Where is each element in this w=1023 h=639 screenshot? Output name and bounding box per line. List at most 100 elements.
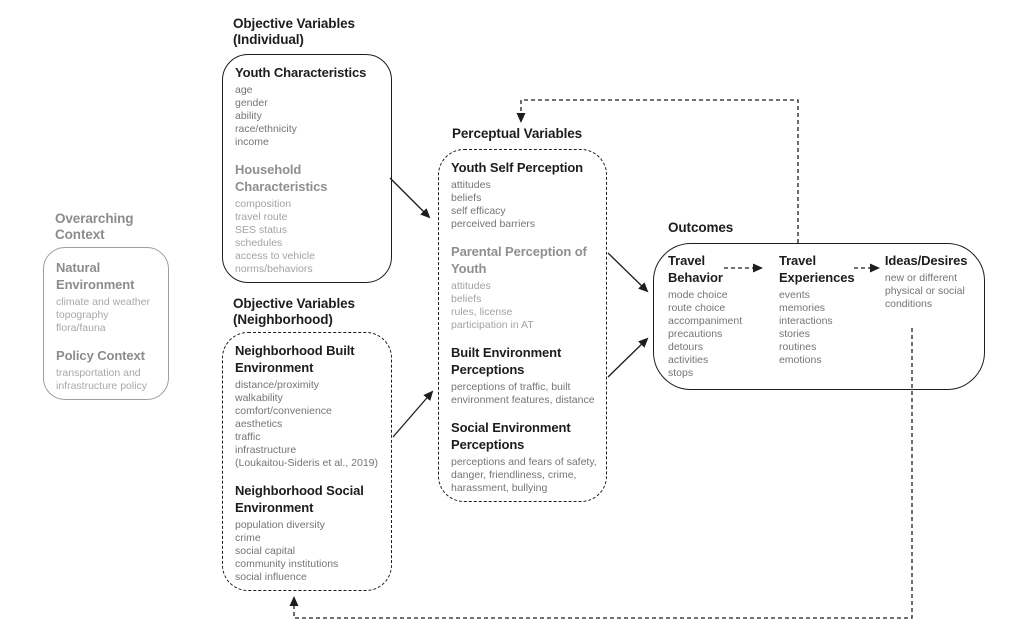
list-item: activities [668, 354, 709, 366]
section-title: Built Environment Perceptions [451, 345, 562, 377]
list-item: route choice [668, 302, 726, 314]
list-item: access to vehicle [235, 250, 315, 262]
list-item: norms/behaviors [235, 263, 313, 275]
list-item: flora/fauna [56, 322, 106, 334]
list-item: events [778, 289, 810, 301]
section-title: Neighborhood Built Environment [235, 343, 355, 375]
list-item: topography [56, 309, 109, 321]
policy-context-section: Policy Context transportation and infras… [56, 347, 159, 393]
neighborhood-built-environment-section: Neighborhood Built Environment distance/… [235, 342, 382, 470]
list-item: stories [778, 328, 810, 340]
list-item: distance/proximity [235, 379, 320, 391]
section-title: Social Environment Perceptions [451, 420, 571, 452]
arrow-perceptual-to-outcomes-upper [607, 252, 649, 293]
list-item: traffic [235, 431, 261, 443]
neighborhood-social-environment-section: Neighborhood Social Environment populati… [235, 482, 382, 584]
item-list: perceptions and fears of safety, danger,… [451, 456, 597, 495]
list-item: beliefs [451, 293, 482, 305]
section-title: Youth Self Perception [451, 160, 584, 175]
section-title: Household Characteristics [235, 162, 328, 194]
label-perceptual-variables: Perceptual Variables [452, 126, 583, 141]
item-list: new or different physical or social cond… [885, 272, 978, 311]
list-item: transportation and infrastructure policy [56, 367, 148, 392]
list-item: interactions [778, 315, 833, 327]
list-item: composition [235, 198, 292, 210]
list-item: accompaniment [668, 315, 743, 327]
list-item: participation in AT [451, 319, 534, 331]
list-item: beliefs [451, 192, 482, 204]
list-item: travel route [235, 211, 288, 223]
list-item: perceived barriers [451, 218, 536, 230]
list-item: climate and weather [56, 296, 150, 308]
list-item: attitudes [451, 280, 491, 292]
list-item: community institutions [235, 558, 339, 570]
label-outcomes: Outcomes [668, 220, 734, 235]
ideas-desires-column: Ideas/Desires new or different physical … [885, 252, 978, 380]
section-title: Neighborhood Social Environment [235, 483, 364, 515]
list-item: routines [778, 341, 817, 353]
list-item: gender [235, 97, 268, 109]
list-item: (Loukaitou-Sideris et al., 2019) [235, 457, 378, 469]
list-item: perceptions and fears of safety, danger,… [451, 456, 597, 494]
item-list: transportation and infrastructure policy [56, 367, 159, 393]
list-item: comfort/convenience [235, 405, 332, 417]
list-item: infrastructure [235, 444, 297, 456]
label-overarching-context: Overarching Context [55, 211, 134, 242]
list-item: social influence [235, 571, 307, 583]
arrow-neighborhood-to-perceptual [392, 390, 434, 438]
list-item: emotions [778, 354, 822, 366]
list-item: age [235, 84, 253, 96]
section-title: Natural Environment [56, 260, 135, 292]
list-item: ability [235, 110, 262, 122]
list-item: social capital [235, 545, 296, 557]
list-item: new or different physical or social cond… [884, 272, 965, 310]
section-title: Youth Characteristics [235, 65, 367, 80]
column-title: Travel Behavior [668, 253, 723, 285]
list-item: attitudes [451, 179, 491, 191]
list-item: race/ethnicity [235, 123, 297, 135]
neighborhood-variables-box: Neighborhood Built Environment distance/… [222, 332, 392, 591]
list-item: memories [778, 302, 826, 314]
section-title: Policy Context [56, 348, 145, 363]
list-item: stops [668, 367, 694, 379]
arrow-individual-to-perceptual [389, 177, 431, 219]
list-item: crime [235, 532, 261, 544]
column-title: Travel Experiences [778, 253, 855, 285]
list-item: aesthetics [235, 418, 283, 430]
label-objective-variables-individual: Objective Variables (Individual) [233, 16, 355, 47]
built-environment-perceptions-section: Built Environment Perceptions perception… [451, 344, 597, 407]
list-item: income [235, 136, 269, 148]
arrow-perceptual-to-outcomes-lower [607, 337, 649, 378]
section-title: Parental Perception of Youth [451, 244, 587, 276]
social-environment-perceptions-section: Social Environment Perceptions perceptio… [451, 419, 597, 495]
list-item: schedules [235, 237, 283, 249]
list-item: mode choice [668, 289, 728, 301]
item-list: perceptions of traffic, built environmen… [451, 381, 597, 407]
list-item: detours [668, 341, 704, 353]
list-item: SES status [235, 224, 287, 236]
list-item: population diversity [235, 519, 325, 531]
list-item: precautions [668, 328, 723, 340]
label-objective-variables-neighborhood: Objective Variables (Neighborhood) [233, 296, 355, 327]
